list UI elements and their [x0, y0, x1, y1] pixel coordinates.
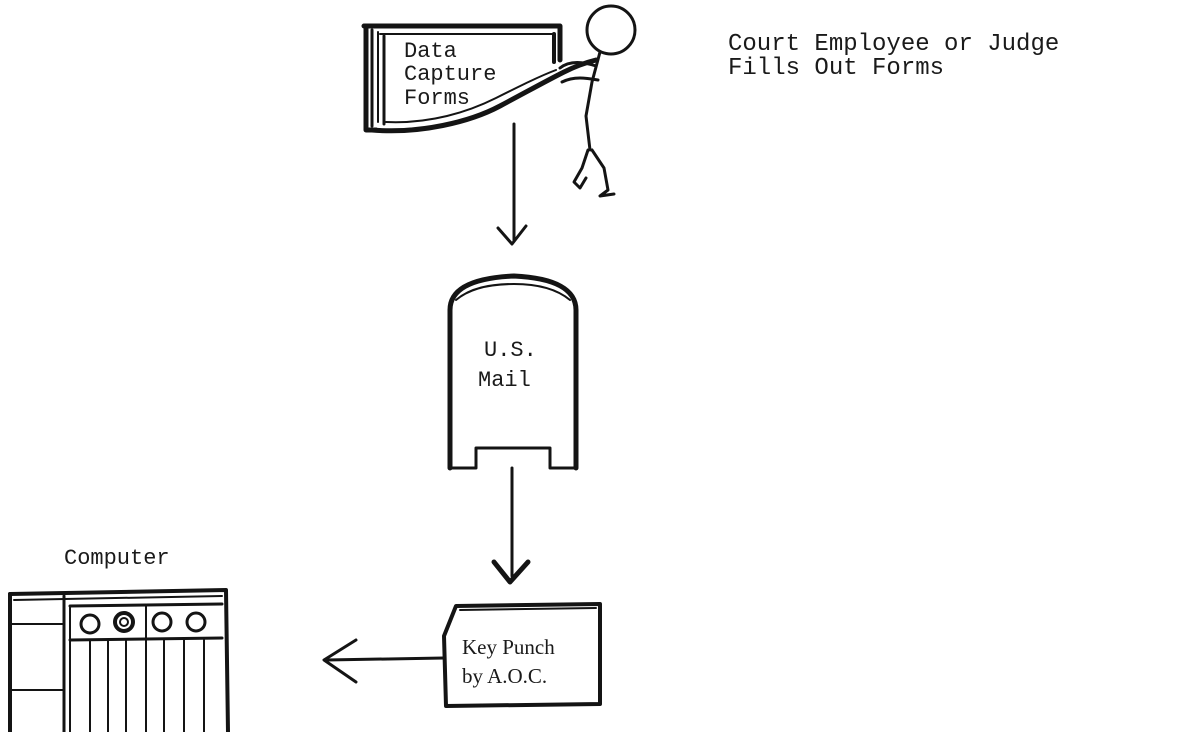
computer-cabinet-icon [10, 590, 228, 732]
arrow-left-icon [324, 640, 444, 682]
computer-label: Computer [64, 546, 170, 571]
stick-figure-icon [560, 6, 635, 196]
mailbox-label-line1: U.S. [484, 338, 537, 363]
employee-caption-line2: Fills Out Forms [728, 55, 944, 82]
employee-caption-line1: Court Employee or Judge [728, 31, 1059, 58]
forms-label-line3: Forms [404, 86, 470, 111]
arrow-down-icon [494, 468, 528, 582]
mailbox-label-line2: Mail [478, 368, 531, 393]
forms-label-line1: Data [404, 39, 457, 64]
forms-label-line2: Capture [404, 62, 496, 87]
keypunch-label-line1: Key Punch [462, 635, 555, 659]
keypunch-label-line2: by A.O.C. [462, 664, 547, 688]
arrow-down-icon [498, 124, 526, 244]
